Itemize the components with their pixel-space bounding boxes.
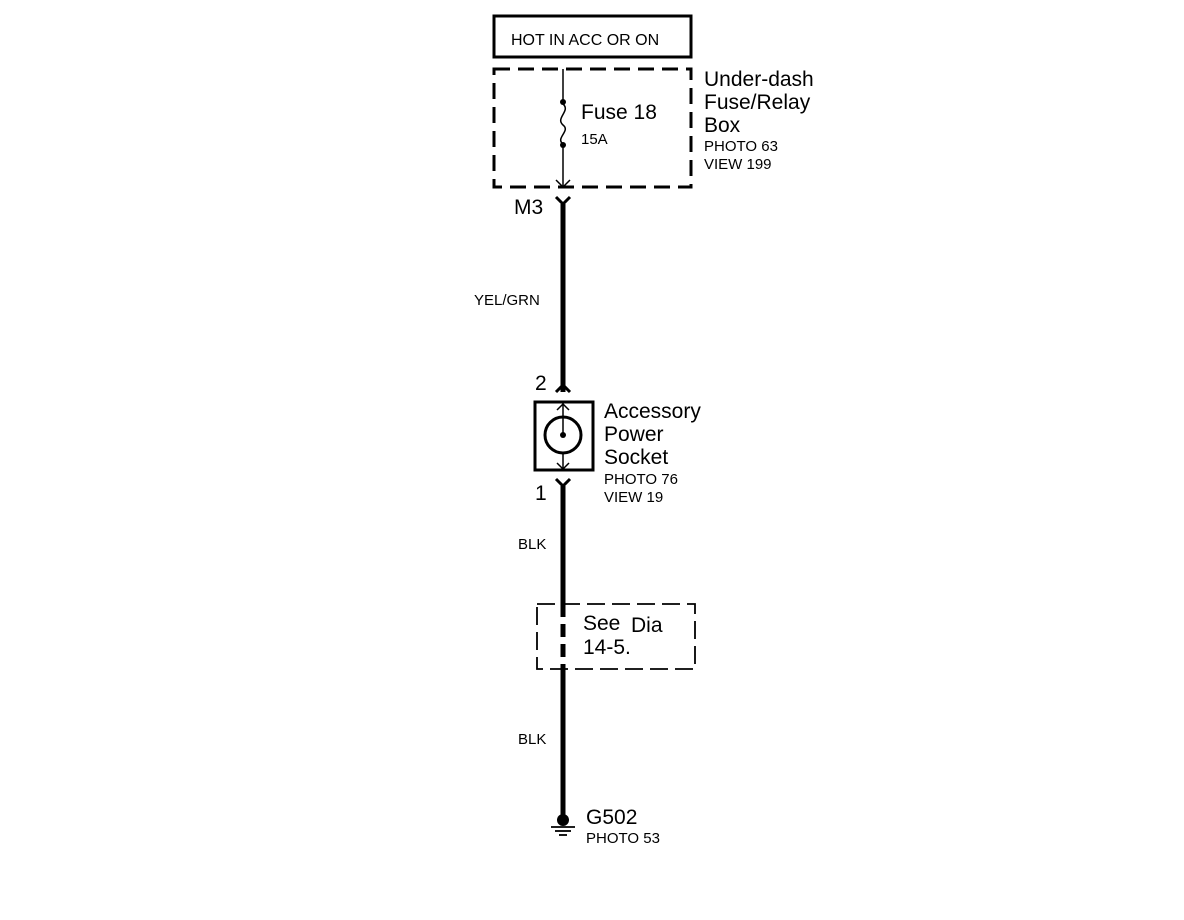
socket-center-contact (560, 432, 566, 438)
fuse-output-arrow (555, 179, 571, 189)
socket-name-line1: Accessory (604, 400, 701, 423)
fuse-box-name-line3: Box (704, 114, 741, 137)
connector-m3-label: M3 (514, 196, 543, 219)
ground-name: G502 (586, 806, 637, 829)
accessory-power-socket: 2 1 Accessory Power Socket PHOTO 76 VIEW… (533, 372, 701, 506)
fuse-box-name-line1: Under-dash (704, 68, 814, 91)
fuse-rating: 15A (581, 131, 608, 148)
power-source-box (492, 14, 693, 59)
socket-pin1-connector (554, 477, 572, 489)
socket-pin-bottom-label: 1 (535, 482, 547, 505)
see-diagram-reference: See Dia 14-5. (536, 603, 696, 670)
fuse-box-outline (492, 67, 693, 189)
connector-m3-symbol (554, 195, 572, 207)
ground-splice-dot (557, 814, 569, 826)
socket-view: VIEW 19 (604, 489, 663, 506)
socket-pin2-connector (554, 382, 572, 394)
fuse-box-name-line2: Fuse/Relay (704, 91, 811, 114)
wire-upper: YEL/GRN (474, 204, 566, 392)
socket-body (533, 400, 595, 472)
fuse-relay-box: Fuse 18 15A Under-dash Fuse/Relay Box PH… (492, 67, 814, 189)
wire-lower: BLK (518, 669, 566, 818)
see-ref-line2: 14-5. (583, 636, 631, 659)
see-ref-line1: See (583, 612, 620, 635)
wire-upper-color: YEL/GRN (474, 292, 540, 309)
socket-name-line2: Power (604, 423, 664, 446)
socket-photo: PHOTO 76 (604, 471, 678, 488)
see-ref-outline (536, 603, 696, 670)
wire-lower-color: BLK (518, 731, 546, 748)
wire-middle-color: BLK (518, 536, 546, 553)
fuse-box-view: VIEW 199 (704, 156, 772, 173)
power-source: HOT IN ACC OR ON (492, 14, 693, 59)
ground-g502: G502 PHOTO 53 (551, 806, 660, 847)
fuse-box-photo: PHOTO 63 (704, 138, 778, 155)
socket-internal-arrow-up (556, 402, 570, 411)
socket-name-line3: Socket (604, 446, 668, 469)
power-source-label: HOT IN ACC OR ON (511, 32, 659, 49)
socket-pin-top-label: 2 (535, 372, 547, 395)
fuse-terminal-bottom (560, 142, 566, 148)
fuse-name: Fuse 18 (581, 101, 657, 124)
ground-photo: PHOTO 53 (586, 830, 660, 847)
wire-middle: BLK (518, 486, 566, 605)
fuse-symbol (560, 103, 566, 145)
see-ref-line1b: Dia (631, 614, 663, 637)
socket-internal-arrow-down (556, 462, 570, 471)
fuse-terminal-top (560, 99, 566, 105)
